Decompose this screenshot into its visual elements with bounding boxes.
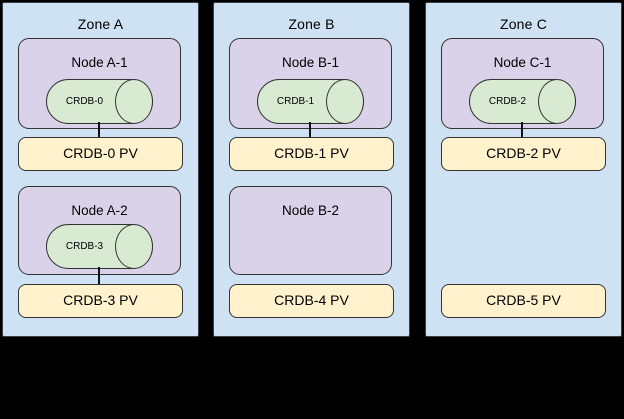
pod-pv-connector [309, 122, 311, 139]
node-label: Node C-1 [493, 55, 552, 70]
pv-label: CRDB-3 PV [63, 292, 138, 308]
pv-label: CRDB-2 PV [486, 145, 561, 161]
cylinder-cap [326, 79, 364, 124]
node-box-b2: Node B-2 [229, 186, 392, 275]
zone-a-panel: Zone A Node A-1 CRDB-0 CRDB-0 PV Node A-… [2, 2, 199, 337]
zone-title: Zone B [288, 16, 335, 32]
crdb-pod-cylinder: CRDB-0 [46, 79, 153, 124]
pv-box: CRDB-4 PV [229, 284, 394, 318]
node-label: Node A-2 [71, 203, 128, 218]
pod-label: CRDB-0 [65, 96, 104, 107]
zone-title: Zone A [77, 16, 124, 32]
zone-c-panel: Zone C Node C-1 CRDB-2 CRDB-2 PV CRDB-5 … [425, 2, 622, 337]
pod-label: CRDB-2 [488, 96, 527, 107]
pod-pv-connector [98, 267, 100, 286]
pv-box: CRDB-1 PV [229, 137, 394, 171]
crdb-pod-cylinder: CRDB-3 [46, 224, 153, 269]
pod-pv-connector [521, 122, 523, 139]
pv-label: CRDB-4 PV [274, 292, 349, 308]
pv-box: CRDB-5 PV [441, 284, 606, 318]
pod-label: CRDB-1 [276, 96, 315, 107]
pod-label: CRDB-3 [65, 241, 104, 252]
zone-b-panel: Zone B Node B-1 CRDB-1 CRDB-1 PV Node B-… [213, 2, 410, 337]
node-label: Node B-2 [281, 203, 340, 218]
node-box-a2: Node A-2 CRDB-3 [18, 186, 181, 275]
pv-label: CRDB-5 PV [486, 292, 561, 308]
pv-label: CRDB-0 PV [63, 145, 138, 161]
node-box-a1: Node A-1 CRDB-0 [18, 38, 181, 129]
crdb-pod-cylinder: CRDB-1 [257, 79, 364, 124]
cylinder-cap [538, 79, 576, 124]
node-label: Node B-1 [281, 55, 340, 70]
node-label: Node A-1 [71, 55, 128, 70]
node-box-c1: Node C-1 CRDB-2 [441, 38, 604, 129]
pv-box: CRDB-3 PV [18, 284, 183, 318]
pv-label: CRDB-1 PV [274, 145, 349, 161]
cylinder-cap [115, 79, 153, 124]
crdb-pod-cylinder: CRDB-2 [469, 79, 576, 124]
pv-box: CRDB-2 PV [441, 137, 606, 171]
cylinder-cap [115, 224, 153, 269]
zone-title: Zone C [499, 16, 548, 32]
node-box-b1: Node B-1 CRDB-1 [229, 38, 392, 129]
pod-pv-connector [98, 122, 100, 139]
pv-box: CRDB-0 PV [18, 137, 183, 171]
